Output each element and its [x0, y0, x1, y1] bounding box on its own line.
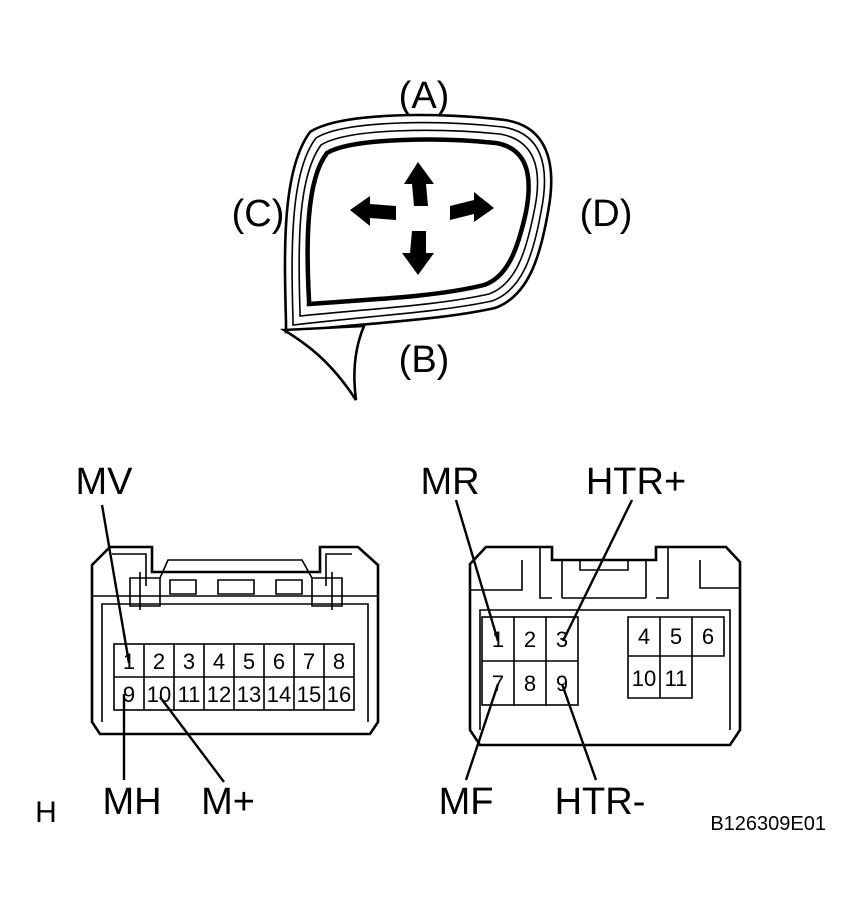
label-mv: MV	[76, 461, 134, 503]
svg-text:2: 2	[524, 627, 536, 652]
adjust-arrows-icon	[350, 162, 494, 275]
svg-text:11: 11	[178, 682, 201, 707]
svg-text:4: 4	[638, 624, 650, 649]
svg-text:7: 7	[303, 649, 315, 674]
right-pins-right-block: 4 5 6 10 11	[632, 624, 714, 691]
left-pins-bottom: 9 10 11 12 13 14 15 16	[123, 682, 351, 707]
svg-text:9: 9	[123, 682, 135, 707]
svg-text:6: 6	[702, 624, 714, 649]
left-connector: 1 2 3 4 5 6 7 8 9 10 11 12 13 14 15 16	[90, 504, 380, 783]
svg-text:11: 11	[665, 666, 688, 691]
svg-text:2: 2	[153, 649, 165, 674]
label-htr-plus: HTR+	[586, 461, 686, 503]
label-d: (D)	[580, 193, 633, 235]
svg-text:5: 5	[670, 624, 682, 649]
svg-text:4: 4	[213, 649, 225, 674]
svg-text:10: 10	[147, 682, 171, 707]
svg-text:15: 15	[297, 682, 321, 707]
mirror-illustration	[279, 113, 553, 401]
label-mr: MR	[420, 461, 479, 503]
svg-text:3: 3	[556, 627, 568, 652]
label-a: (A)	[399, 75, 450, 117]
label-htr-minus: HTR-	[555, 781, 646, 823]
figure-code: B126309E01	[710, 813, 826, 835]
label-c: (C)	[232, 193, 285, 235]
label-mf: MF	[439, 781, 494, 823]
svg-text:13: 13	[237, 682, 261, 707]
label-mh: MH	[102, 781, 161, 823]
svg-text:6: 6	[273, 649, 285, 674]
svg-text:8: 8	[524, 671, 536, 696]
label-mplus: M+	[201, 781, 255, 823]
corner-letter-h: H	[35, 796, 57, 829]
svg-text:12: 12	[207, 682, 231, 707]
svg-text:8: 8	[333, 649, 345, 674]
svg-text:9: 9	[556, 671, 568, 696]
svg-text:3: 3	[183, 649, 195, 674]
label-b: (B)	[399, 339, 450, 381]
svg-text:7: 7	[492, 671, 504, 696]
svg-text:16: 16	[327, 682, 351, 707]
left-pins-top: 1 2 3 4 5 6 7 8	[123, 649, 345, 674]
svg-text:14: 14	[267, 682, 291, 707]
svg-text:10: 10	[632, 666, 656, 691]
svg-text:5: 5	[243, 649, 255, 674]
right-connector: 1 2 3 7 8 9 4 5 6 10 11	[454, 499, 742, 781]
